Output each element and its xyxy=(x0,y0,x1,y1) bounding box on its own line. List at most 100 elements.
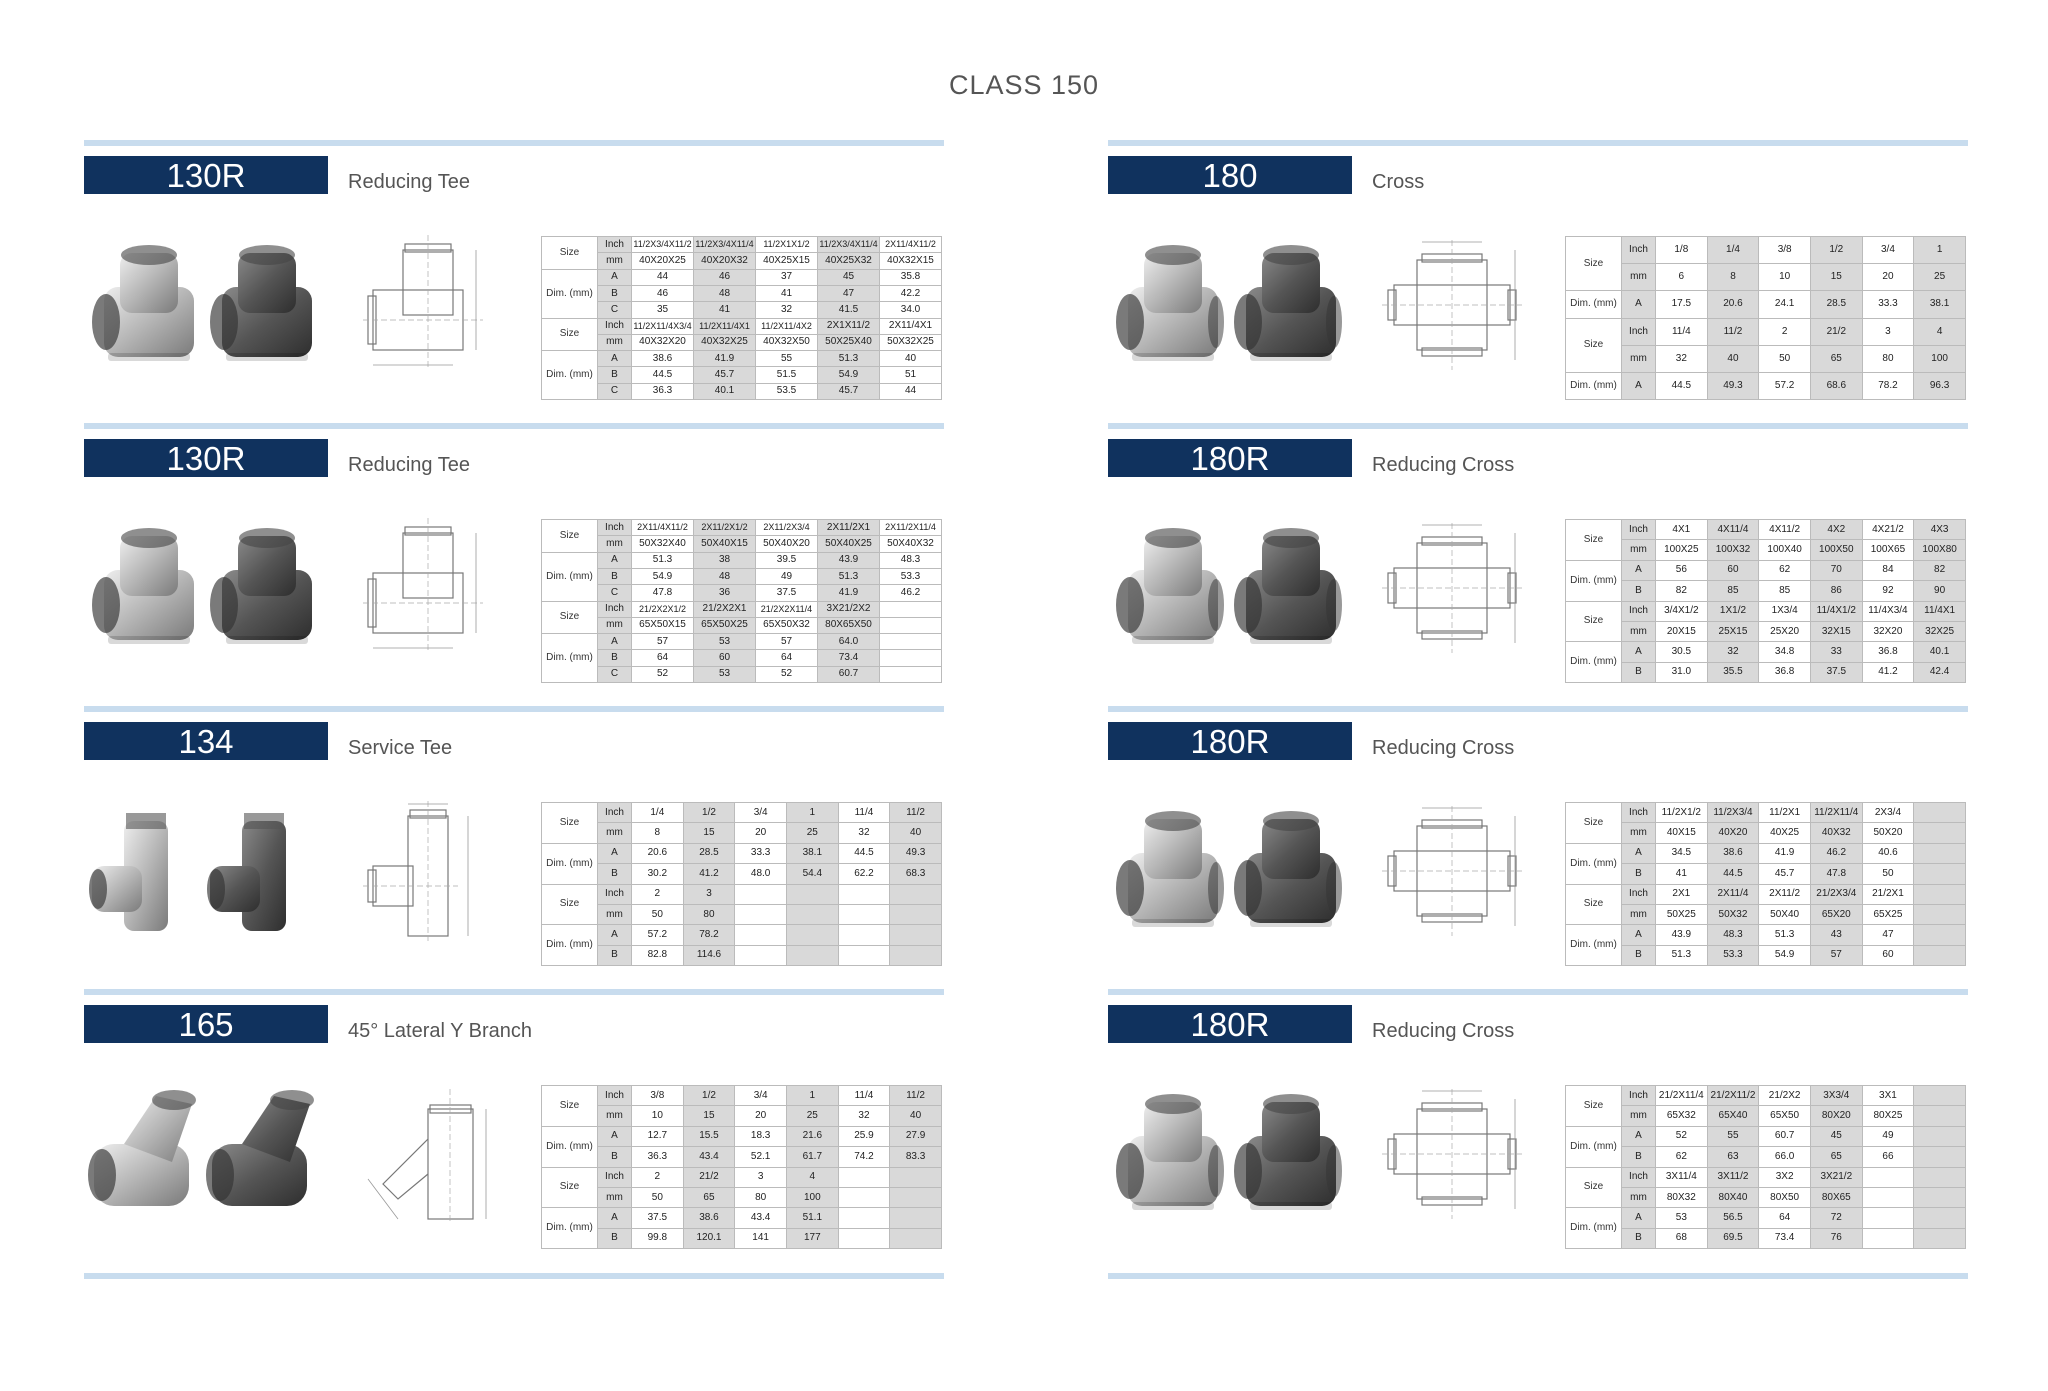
table-cell xyxy=(1913,1084,1966,1107)
table-cell: 11/2X3/4X11/4 xyxy=(817,235,880,254)
table-cell: 40X25X15 xyxy=(755,252,818,270)
dimension-drawing xyxy=(358,230,498,380)
table-cell xyxy=(837,944,891,967)
table-cell xyxy=(785,903,839,926)
row-unit-label: A xyxy=(597,551,632,569)
table-cell: 40X25X32 xyxy=(817,252,880,270)
table-cell: 90 xyxy=(1913,580,1966,602)
table-cell: 21/2X3/4 xyxy=(1809,883,1863,905)
table-cell: 4X11/4 xyxy=(1706,518,1760,541)
table-cell: 4X3 xyxy=(1913,518,1966,541)
fitting-photo xyxy=(92,245,312,361)
table-cell: 53 xyxy=(1655,1207,1708,1229)
table-cell: 64 xyxy=(631,649,694,667)
galvanized-fitting xyxy=(1116,528,1224,644)
row-unit-label: B xyxy=(597,1227,632,1250)
table-cell: 3/4 xyxy=(734,801,787,824)
row-group-label: Dim. (mm) xyxy=(541,1207,598,1249)
black-fitting xyxy=(1234,528,1342,644)
table-cell: 37.5 xyxy=(1809,661,1863,684)
table-cell: 34.8 xyxy=(1758,641,1811,663)
table-cell: 30.5 xyxy=(1655,641,1708,663)
table-cell: 44.5 xyxy=(1655,371,1708,401)
table-cell: 49 xyxy=(1861,1125,1915,1148)
table-cell: 3X2 xyxy=(1758,1166,1811,1188)
table-cell: 51.3 xyxy=(1758,924,1811,946)
table-cell: 65X50X32 xyxy=(755,616,818,635)
row-unit-label: Inch xyxy=(1621,518,1656,541)
table-cell xyxy=(889,883,942,905)
row-group-label: Size xyxy=(1565,802,1622,844)
table-cell: 51.3 xyxy=(817,567,880,586)
table-cell: 40 xyxy=(879,350,942,368)
table-cell: 40 xyxy=(889,1105,942,1127)
table-cell: 4X1 xyxy=(1655,518,1708,541)
table-cell: 4X2 xyxy=(1809,518,1863,541)
table-cell xyxy=(1913,822,1966,844)
table-cell xyxy=(734,924,787,946)
table-cell: 92 xyxy=(1861,580,1915,602)
table-cell: 62 xyxy=(1758,559,1811,582)
table-cell: 66.0 xyxy=(1758,1146,1811,1168)
row-unit-label: A xyxy=(597,1125,632,1148)
table-cell: 40 xyxy=(1706,344,1760,373)
table-cell: 141 xyxy=(734,1227,787,1250)
table-cell: 49 xyxy=(755,567,818,586)
table-cell xyxy=(837,1166,891,1188)
table-cell: 11/2 xyxy=(889,801,942,824)
table-cell: 99.8 xyxy=(631,1227,684,1250)
table-cell: 3/8 xyxy=(1758,235,1811,265)
table-cell xyxy=(1913,801,1966,824)
table-cell: 1/8 xyxy=(1655,235,1708,265)
table-cell xyxy=(734,903,787,926)
dimension-drawing xyxy=(358,1079,498,1229)
table-cell: 46.2 xyxy=(1809,842,1863,865)
fitting-photo xyxy=(1116,245,1342,361)
table-cell: 45 xyxy=(817,268,880,286)
table-cell: 84 xyxy=(1861,559,1915,582)
table-cell: 4 xyxy=(1913,317,1966,346)
table-cell: 32X15 xyxy=(1809,620,1863,643)
dimension-drawing xyxy=(1382,230,1522,380)
section-rule xyxy=(84,706,944,712)
table-cell: 20X15 xyxy=(1655,620,1708,643)
table-cell: 57 xyxy=(755,633,818,651)
table-cell xyxy=(1861,1227,1915,1250)
table-cell xyxy=(1913,1227,1966,1250)
table-cell: 11/2X11/4X1 xyxy=(693,317,756,335)
row-unit-label: A xyxy=(597,633,632,651)
table-cell xyxy=(1913,1146,1966,1168)
row-unit-label: A xyxy=(597,1207,632,1229)
table-cell: 40X32X20 xyxy=(631,333,694,352)
table-cell: 80 xyxy=(734,1186,787,1209)
row-unit-label: B xyxy=(1621,944,1656,967)
fitting-photo xyxy=(88,1090,314,1206)
table-cell xyxy=(889,1207,942,1229)
table-cell: 41.5 xyxy=(817,301,880,319)
table-cell xyxy=(879,600,942,618)
table-cell: 20.6 xyxy=(631,842,684,865)
table-cell: 25.9 xyxy=(837,1125,891,1148)
table-cell: 73.4 xyxy=(817,649,880,667)
technical-drawing xyxy=(363,235,483,370)
table-cell: 40X20X25 xyxy=(631,252,694,270)
table-cell: 38.6 xyxy=(631,350,694,368)
table-cell xyxy=(1913,842,1966,865)
product-photo xyxy=(84,225,334,385)
